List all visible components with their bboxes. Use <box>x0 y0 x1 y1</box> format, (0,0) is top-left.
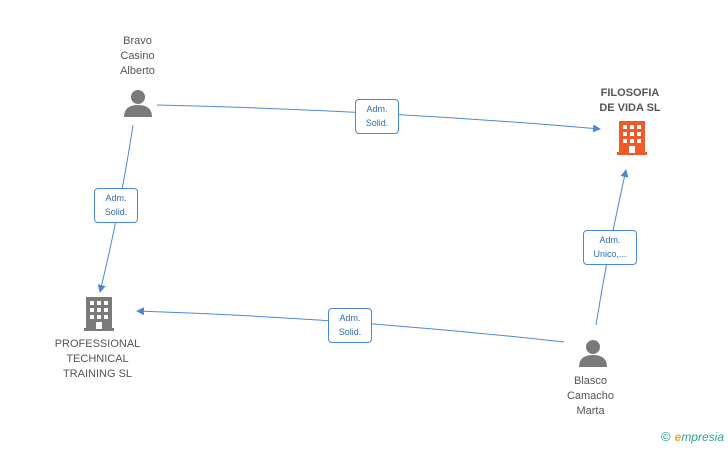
node-label-bravo[interactable]: Bravo Casino Alberto <box>100 34 175 79</box>
node-label-filosofia[interactable]: FILOSOFIA DE VIDA SL <box>585 86 675 116</box>
node-label-blasco[interactable]: Blasco Camacho Marta <box>553 374 628 419</box>
edge-label-line: Solid. <box>104 207 128 217</box>
edge-label-line: Adm. <box>105 193 127 203</box>
edge-label-blasco-professional[interactable]: Adm. Solid. <box>328 308 372 343</box>
edge-label-line: Adm. <box>339 313 361 323</box>
edge-label-blasco-filosofia[interactable]: Adm. Unico,... <box>583 230 637 265</box>
brand-logo: ©empresia <box>661 429 724 444</box>
node-label-line: Camacho <box>566 390 615 402</box>
brand-logo-e: e <box>674 430 682 444</box>
brand-logo-text: mpresia <box>681 430 724 444</box>
node-label-line: Bravo <box>123 35 152 47</box>
edge-label-line: Adm. <box>366 104 388 114</box>
node-label-line: Casino <box>120 50 155 62</box>
node-label-line: Alberto <box>120 65 155 77</box>
node-label-line: FILOSOFIA <box>600 87 660 99</box>
node-label-line: Blasco <box>573 375 608 387</box>
edge-label-line: Unico,... <box>593 249 627 259</box>
person-icon[interactable] <box>579 340 607 367</box>
building-icon[interactable] <box>617 121 647 155</box>
node-label-line: DE VIDA SL <box>599 102 661 114</box>
node-label-line: Marta <box>576 405 605 417</box>
node-label-line: TRAINING SL <box>62 368 133 380</box>
edge-label-bravo-professional[interactable]: Adm. Solid. <box>94 188 138 223</box>
edge-label-bravo-filosofia[interactable]: Adm. Solid. <box>355 99 399 134</box>
copyright-symbol: © <box>661 429 671 444</box>
node-label-line: TECHNICAL <box>66 353 129 365</box>
node-label-line: PROFESSIONAL <box>54 338 141 350</box>
person-icon[interactable] <box>124 90 152 117</box>
edge-label-line: Adm. <box>599 235 621 245</box>
edge-label-line: Solid. <box>338 327 362 337</box>
edge-label-line: Solid. <box>365 118 389 128</box>
building-icon[interactable] <box>84 297 114 331</box>
node-label-professional[interactable]: PROFESSIONAL TECHNICAL TRAINING SL <box>45 337 150 382</box>
